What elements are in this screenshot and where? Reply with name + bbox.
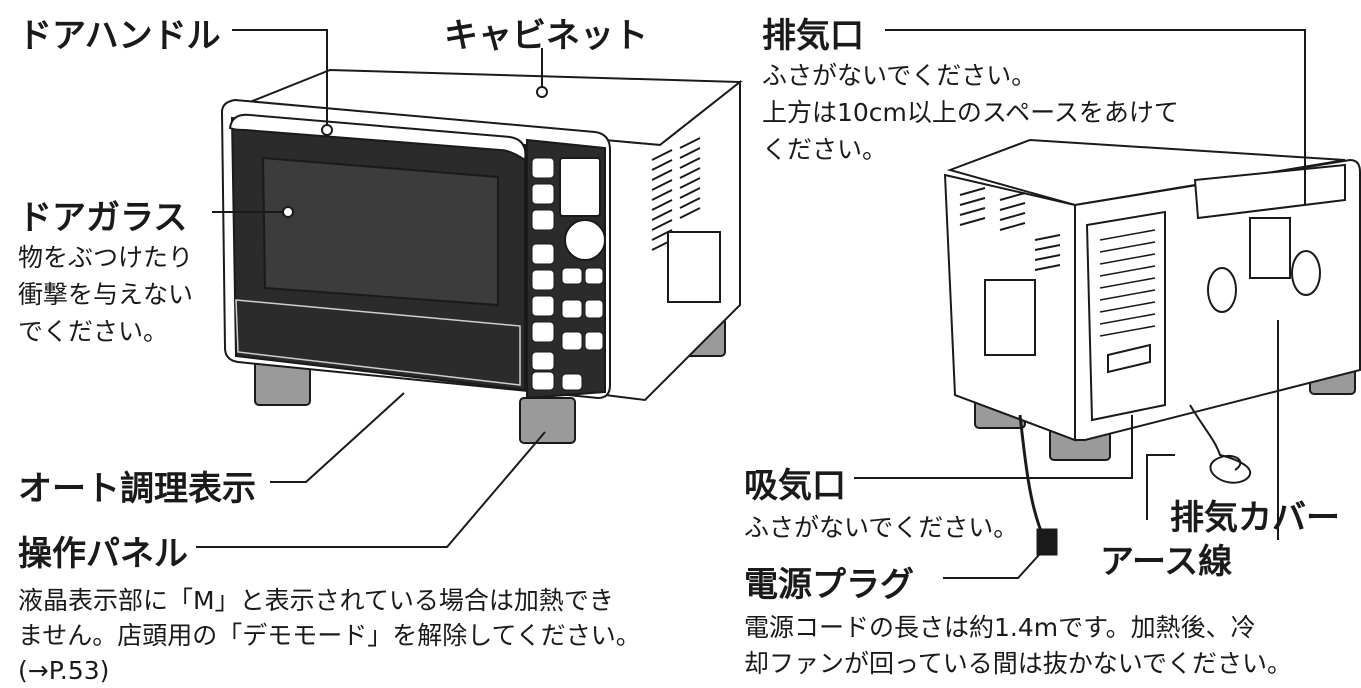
door-handle-label: ドアハンドル [18,16,221,56]
earth-wire-leader [1146,454,1175,520]
door-handle-leader [232,29,328,125]
back-side-plate [984,279,1036,356]
exhaust-port-note-1: ふさがないでください。 [762,61,1037,90]
defrost-button [584,299,604,319]
intake-bracket [1107,343,1151,374]
nonfly-button [561,331,583,351]
intake-port-note: ふさがないでください。 [744,513,1019,542]
intake-port-leader [854,415,1133,479]
exhaust-port-label: 排気口 [762,16,864,56]
cancel-button [584,267,604,285]
side-label-plate [667,231,721,303]
cabinet-label: キャビネット [444,16,648,56]
control-panel-note-3: (→P.53) [18,656,110,685]
control-panel-label: 操作パネル [18,534,188,574]
door-glass-label: ドアガラス [18,198,188,238]
door-handle-bar [228,113,527,162]
grill-button [531,209,555,231]
control-panel-note-1: 液晶表示部に「M」と表示されている場合は加熱でき [18,586,614,615]
back-panel-hole-left [1207,267,1237,313]
exhaust-port-note-3: ください。 [762,135,888,164]
back-panel-hole-right [1291,250,1321,296]
dec-button [561,267,583,285]
side-vents [651,137,701,251]
micro-button [531,243,555,265]
intake-port-label: 吸気口 [744,466,846,506]
cook-button [561,299,583,319]
power-plug-note-1: 電源コードの長さは約1.4mです。加熱後、冷 [744,613,1256,642]
leader-lines [196,29,1306,579]
door-glass-marker [282,206,294,218]
exhaust-cover-label: 排気カバー [1170,498,1340,538]
oven-back-illustration [943,138,1361,461]
start-dial [564,219,606,261]
panel-buttons [531,157,604,391]
intake-grille [1085,210,1166,422]
earth-wire [1189,404,1252,484]
intake-grille-slots [1099,229,1156,337]
front-right-foot [519,397,576,444]
okazu-button [584,331,604,351]
door-glass-window [261,156,499,307]
back-panel-label [1249,217,1291,279]
door-glass-note-2: 衝撃を与えない [18,280,194,309]
stop-button [561,373,583,391]
power-cord [1018,414,1058,556]
door-handle-marker [321,124,333,136]
back-side-vents [959,187,1061,271]
exhaust-port-note-2: 上方は10cm以上のスペースをあけて [762,98,1179,127]
power-plug-leader [943,544,1049,579]
power-plug-label: 電源プラグ [744,565,914,605]
control-panel-leader [196,431,546,548]
earth-wire-label: アース線 [1100,542,1233,582]
door-glass-note-1: 物をぶつけたり [18,243,194,272]
exhaust-port-leader [885,29,1306,205]
time-button-2 [531,295,555,317]
auto-cook-display-panel [235,299,521,386]
down-button [531,371,555,391]
earth-wire-coil [1189,404,1252,484]
lcd-display [559,157,601,217]
range-button [531,157,555,179]
power-plug-note-2: 却ファンが回っている間は抜かないでください。 [744,649,1293,678]
oven-front-illustration [220,68,743,444]
oven-button [531,183,555,205]
up-button [531,351,555,371]
door-glass-note-3: でください。 [18,317,169,346]
time-button-3 [531,321,555,343]
cabinet-marker [536,86,548,98]
time-button-1 [531,269,555,291]
auto-cook-display-label: オート調理表示 [18,469,256,509]
power-plug-body [1036,528,1058,556]
control-panel-note-2: ません。店頭用の「デモモード」を解除してください。 [18,621,641,650]
back-panel-holes [1207,217,1321,313]
auto-cook-leader [270,392,405,483]
exhaust-cover-part [1193,163,1346,220]
